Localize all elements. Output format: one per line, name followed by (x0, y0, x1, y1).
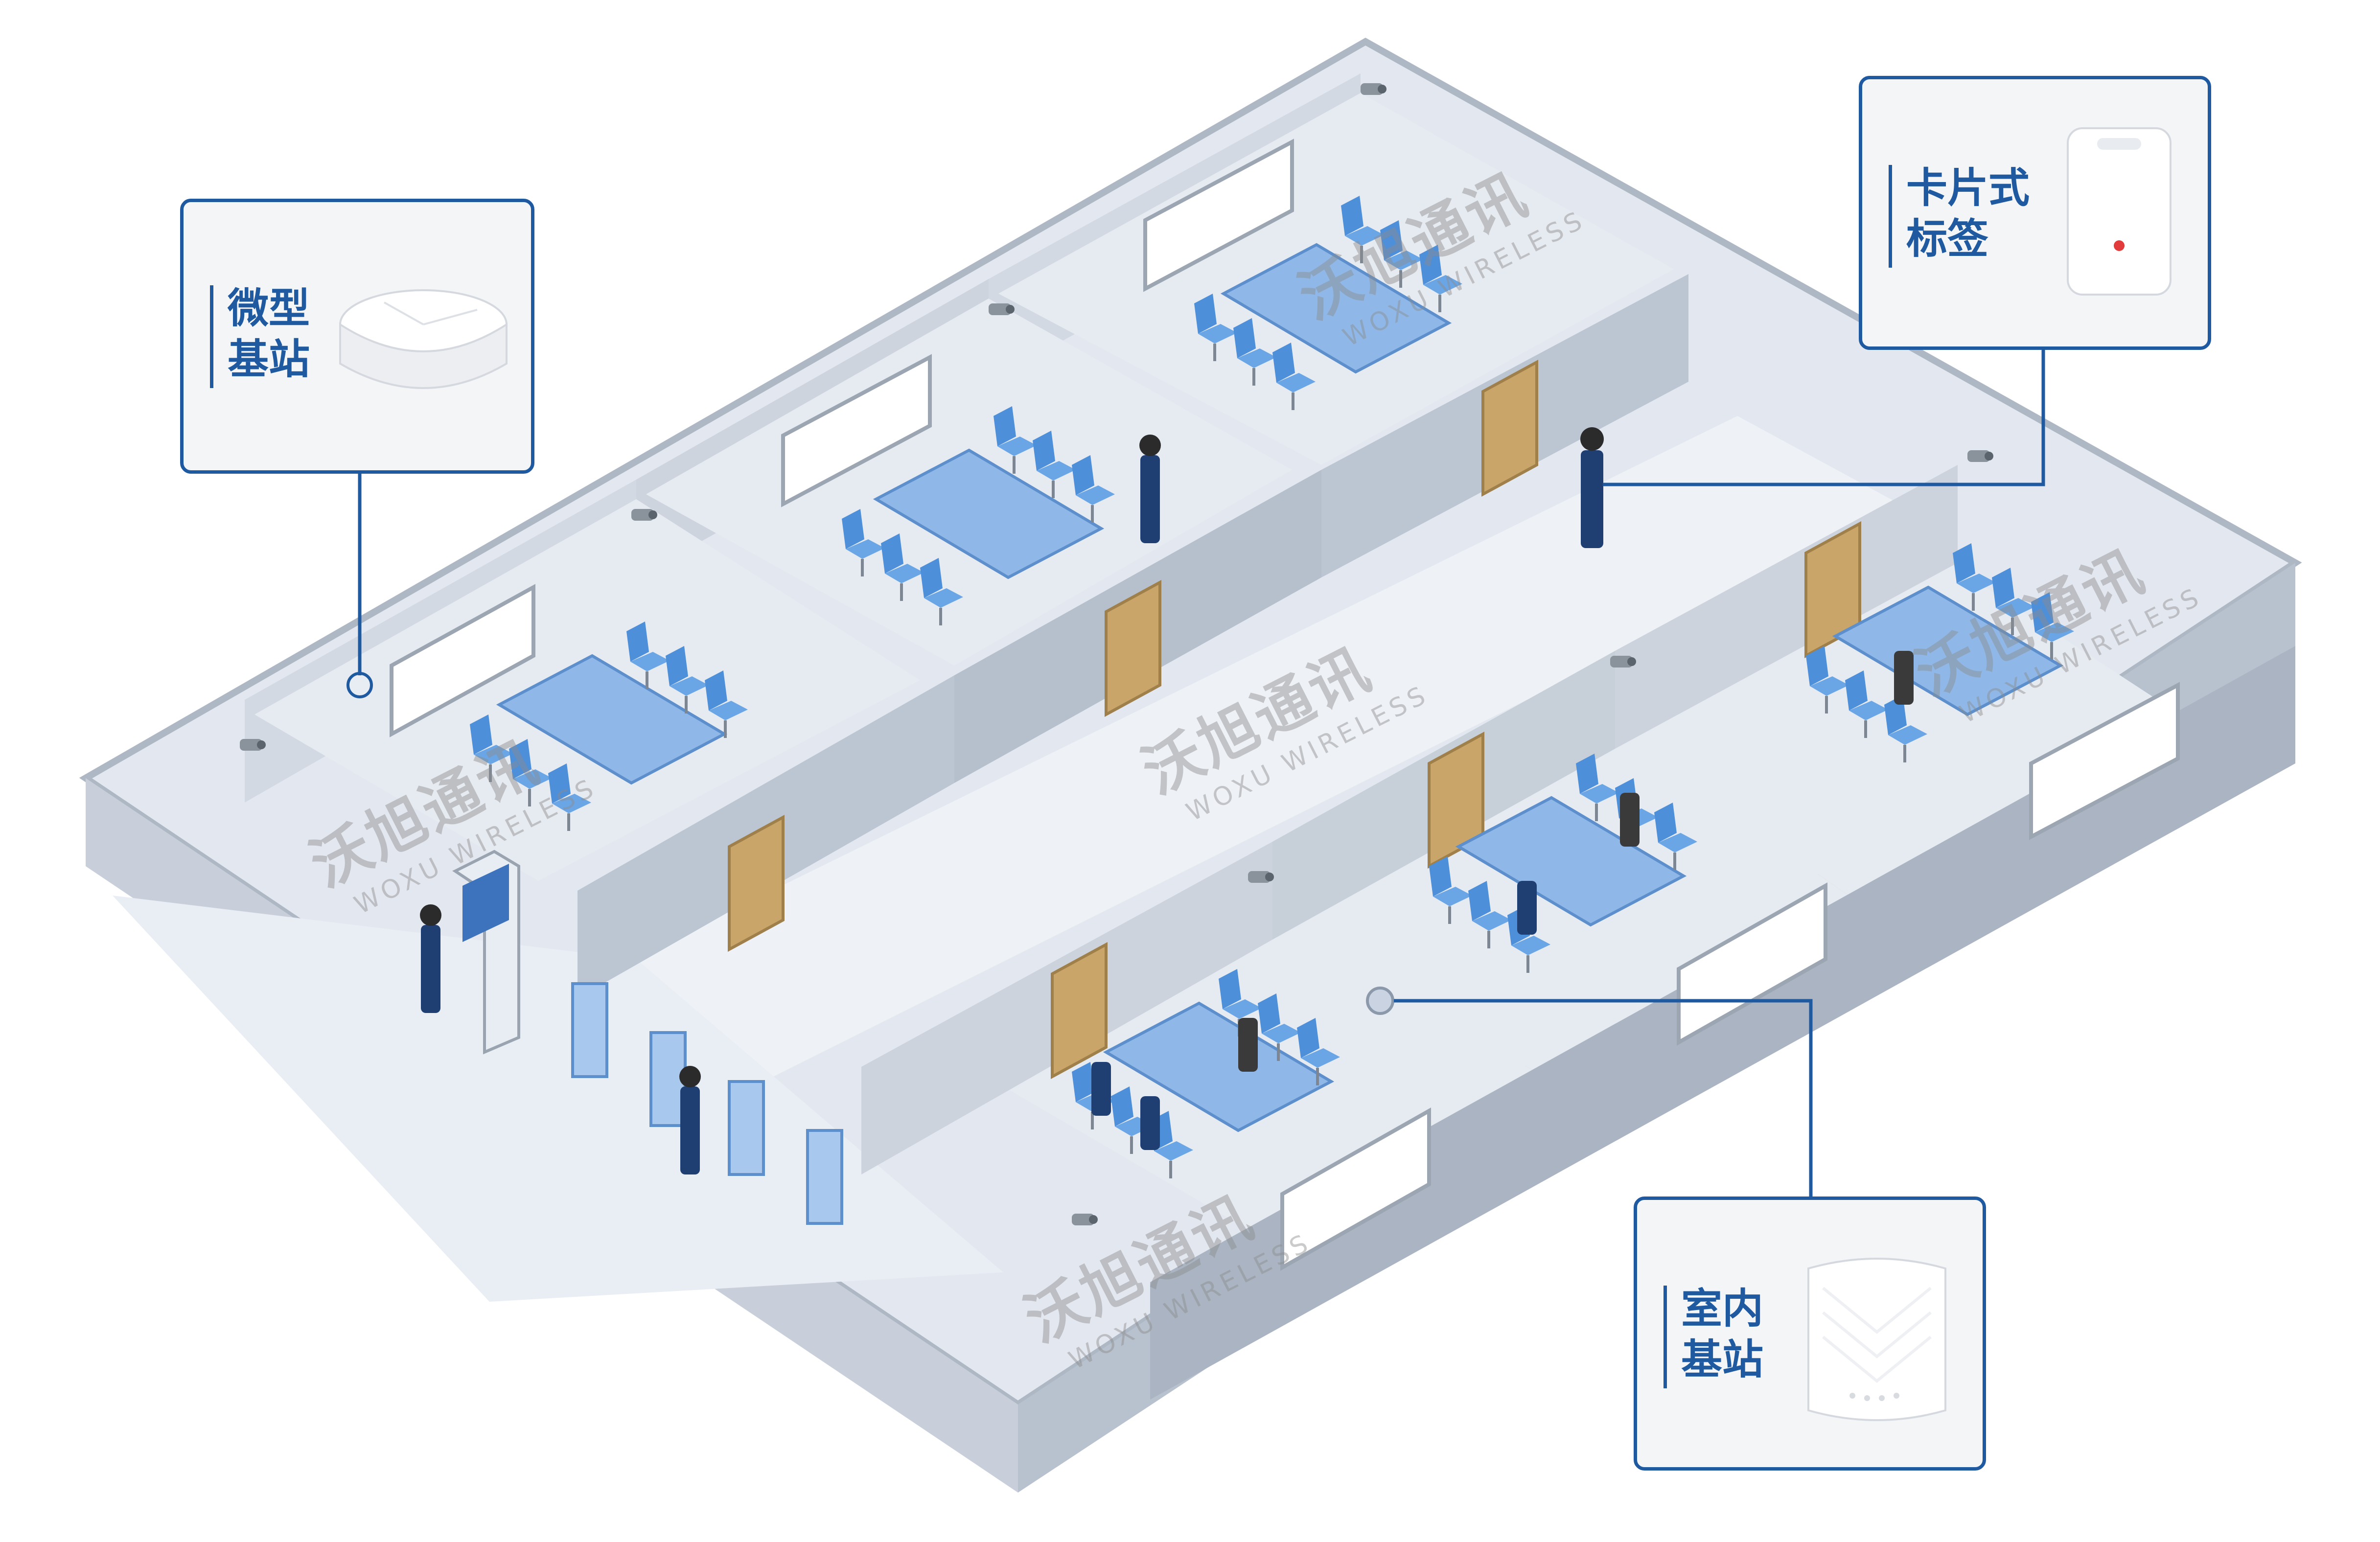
micro-station-device-image (339, 289, 508, 389)
card-tag-device-image (2067, 127, 2172, 296)
entrance-floor (113, 896, 1003, 1302)
micro-station-marker (347, 672, 373, 698)
callout-indoor-station: 室内基站 (1634, 1197, 1986, 1471)
indoor-station-marker (1366, 987, 1394, 1015)
indoor-station-label: 室内基站 (1681, 1285, 1764, 1383)
front-rooms-wall (1150, 646, 2295, 1400)
micro-station-label: 微型基站 (228, 284, 310, 383)
tables (496, 243, 2064, 1132)
doors (728, 359, 1861, 1080)
indoor-station-device-image (1807, 1258, 1946, 1421)
callout-micro-station: 微型基站 (180, 199, 534, 474)
kiosk (452, 850, 520, 1055)
people (420, 427, 1914, 1174)
room6-back-wall (1615, 465, 1958, 749)
callout-card-tag: 卡片式标签 (1859, 76, 2211, 350)
card-tag-label: 卡片式标签 (1906, 164, 2030, 263)
corridor-floor (563, 416, 1909, 1096)
windows (390, 138, 2180, 1271)
callout-connectors (358, 348, 2045, 1197)
